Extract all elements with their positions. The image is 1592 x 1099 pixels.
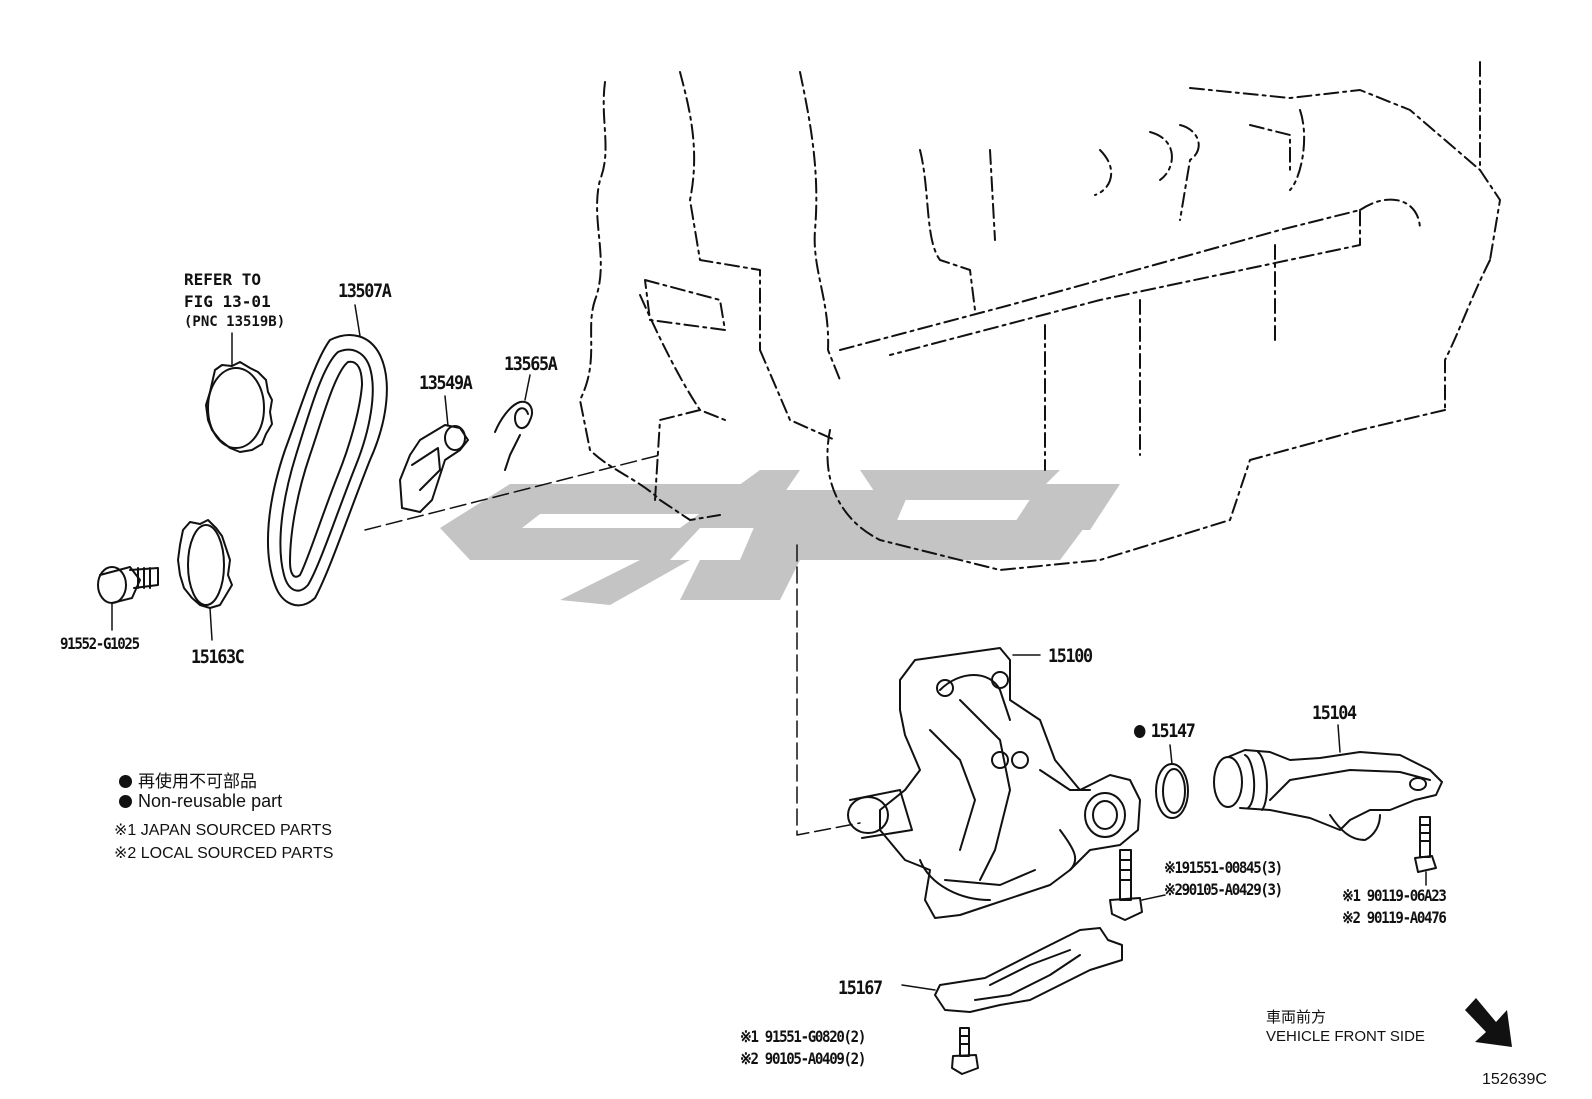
timing-chain [267,304,388,607]
direction-label-jp: 車両前方 [1266,1009,1327,1026]
legend-nonreusable-jp: 再使用不可部品 [119,767,257,792]
label-bolt-a2: ※290105-A0429(3) [1164,880,1283,899]
label-bolt-b1: ※1 90119-06A23 [1342,886,1447,905]
label-bolt-b2: ※2 90119-A0476 [1342,908,1447,927]
refer-line-3: (PNC 13519B) [184,314,286,330]
front-direction-arrow [1465,998,1512,1047]
crank-sprocket [177,519,233,641]
baffle-bolt [951,1027,979,1075]
label-bolt-c2: ※2 90105-A0409(2) [740,1049,866,1068]
pump-bolt [1109,849,1166,921]
legend-nonreusable: Non-reusable part [119,791,282,812]
label-13549A: 13549A [419,372,473,394]
label-15100: 15100 [1048,645,1093,667]
baffle-plate [901,927,1123,1013]
label-bolt-c1: ※1 91551-G0820(2) [740,1027,866,1046]
legend-note-1: ※1 JAPAN SOURCED PARTS [114,822,332,839]
refer-line-2: FIG 13-01 [184,292,271,311]
strainer-bolt [1414,816,1437,886]
sprocket-bolt [97,566,159,631]
label-13507A: 13507A [338,280,392,302]
alignment-lines [364,454,861,836]
label-bolt-a1: ※191551-00845(3) [1164,858,1283,877]
oil-strainer [1213,724,1443,841]
label-15147: 15147 [1134,720,1196,742]
watermark-logo [440,470,1120,605]
oil-pump-assembly [847,647,1141,919]
tensioner-spring [494,374,533,471]
engine-block-outline [579,61,1501,571]
label-91552-G1025: 91552-G1025 [60,634,140,653]
refer-line-1: REFER TO [184,270,262,289]
label-15167: 15167 [838,977,883,999]
label-15163C: 15163C [191,646,245,668]
label-13565A: 13565A [504,353,558,375]
figure-code: 152639C [1482,1071,1547,1088]
chain-tensioner [399,395,469,513]
crank-sprocket-ref [205,332,273,453]
direction-label: VEHICLE FRONT SIDE [1266,1028,1425,1045]
o-ring [1155,744,1189,819]
label-15104: 15104 [1312,702,1357,724]
legend-note-2: ※2 LOCAL SOURCED PARTS [114,845,334,862]
